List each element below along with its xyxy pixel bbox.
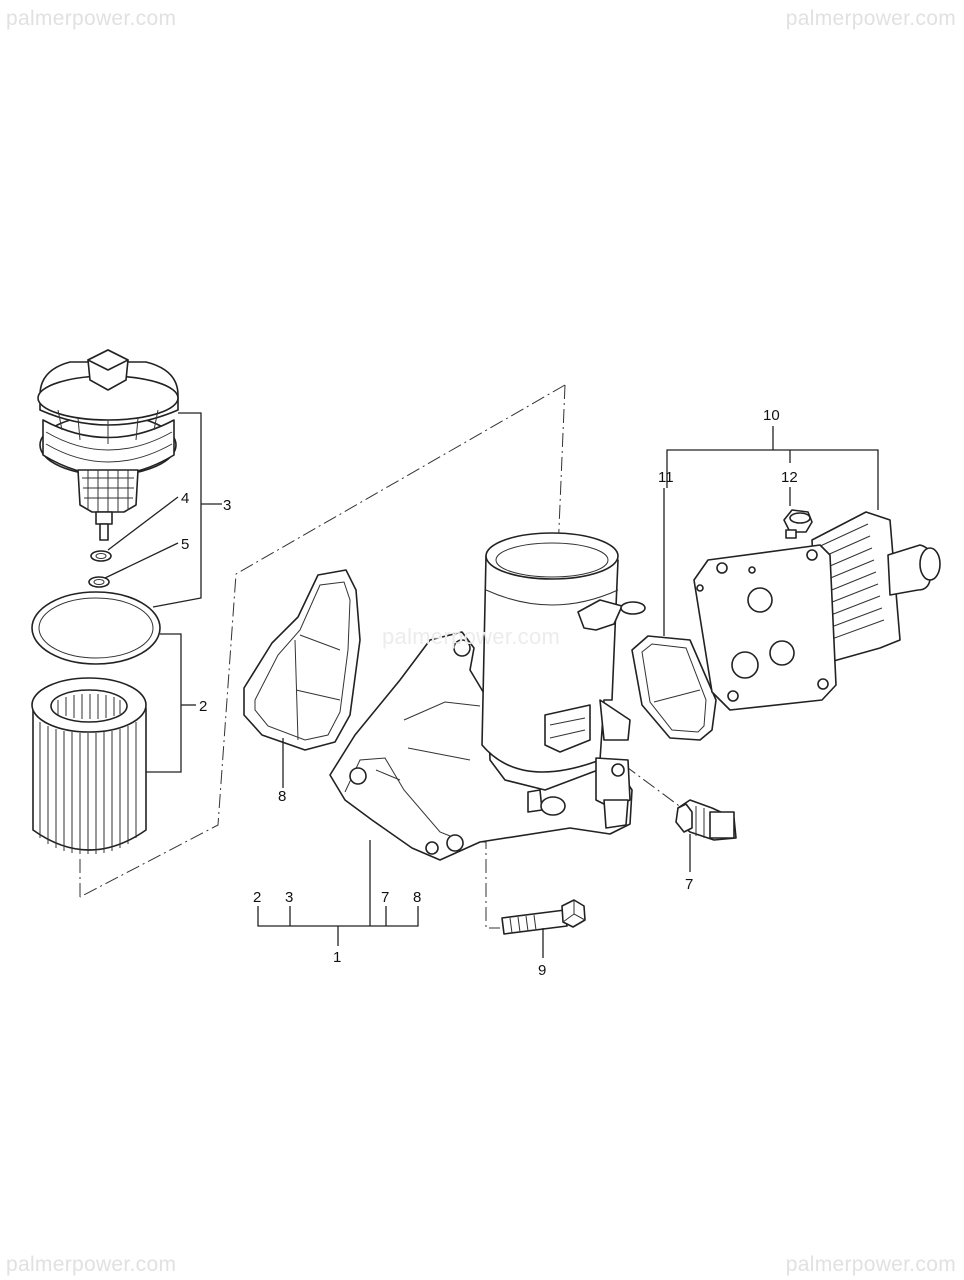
callout-leaders-left: [104, 412, 222, 773]
callout-10: 10: [763, 407, 780, 424]
callout-group-7: 7: [381, 889, 389, 906]
seal-ring-4[interactable]: [90, 550, 112, 562]
callout-leaders-bottom: [257, 840, 419, 946]
callout-labels: 4 3 5 2 8 2 3 7 8 1 9 7 10 11 12: [181, 407, 798, 979]
watermark-center: palmerpower.com: [382, 624, 561, 649]
watermark-bottom-left: palmerpower.com: [6, 1253, 177, 1276]
watermark-top-left: palmerpower.com: [6, 7, 177, 30]
callout-1: 1: [333, 949, 341, 966]
callout-11: 11: [658, 469, 674, 486]
cooler-bolt[interactable]: [783, 509, 813, 539]
callout-8-gasket: 8: [278, 788, 286, 805]
oil-filter-housing[interactable]: [329, 532, 646, 861]
mounting-bolt[interactable]: [501, 899, 586, 935]
callout-12: 12: [781, 469, 798, 486]
oil-filter-element[interactable]: [31, 677, 147, 854]
callout-group-2: 2: [253, 889, 261, 906]
callout-4: 4: [181, 490, 189, 507]
oil-cooler[interactable]: [693, 511, 941, 711]
callout-5: 5: [181, 536, 189, 553]
callout-group-3: 3: [285, 889, 293, 906]
callout-group-8: 8: [413, 889, 421, 906]
oil-pressure-sensor[interactable]: [675, 799, 737, 841]
housing-gasket[interactable]: [243, 569, 361, 751]
callout-9: 9: [538, 962, 546, 979]
watermark-top-right: palmerpower.com: [785, 7, 956, 30]
oil-filter-cap[interactable]: [37, 349, 179, 541]
callout-3: 3: [223, 497, 231, 514]
seal-ring-5[interactable]: [88, 576, 110, 588]
cooler-gasket[interactable]: [631, 635, 717, 741]
callout-2: 2: [199, 698, 207, 715]
callout-7: 7: [685, 876, 693, 893]
large-o-ring[interactable]: [31, 591, 161, 665]
callout-leaders-right: [663, 426, 879, 636]
watermark-bottom-right: palmerpower.com: [785, 1253, 956, 1276]
